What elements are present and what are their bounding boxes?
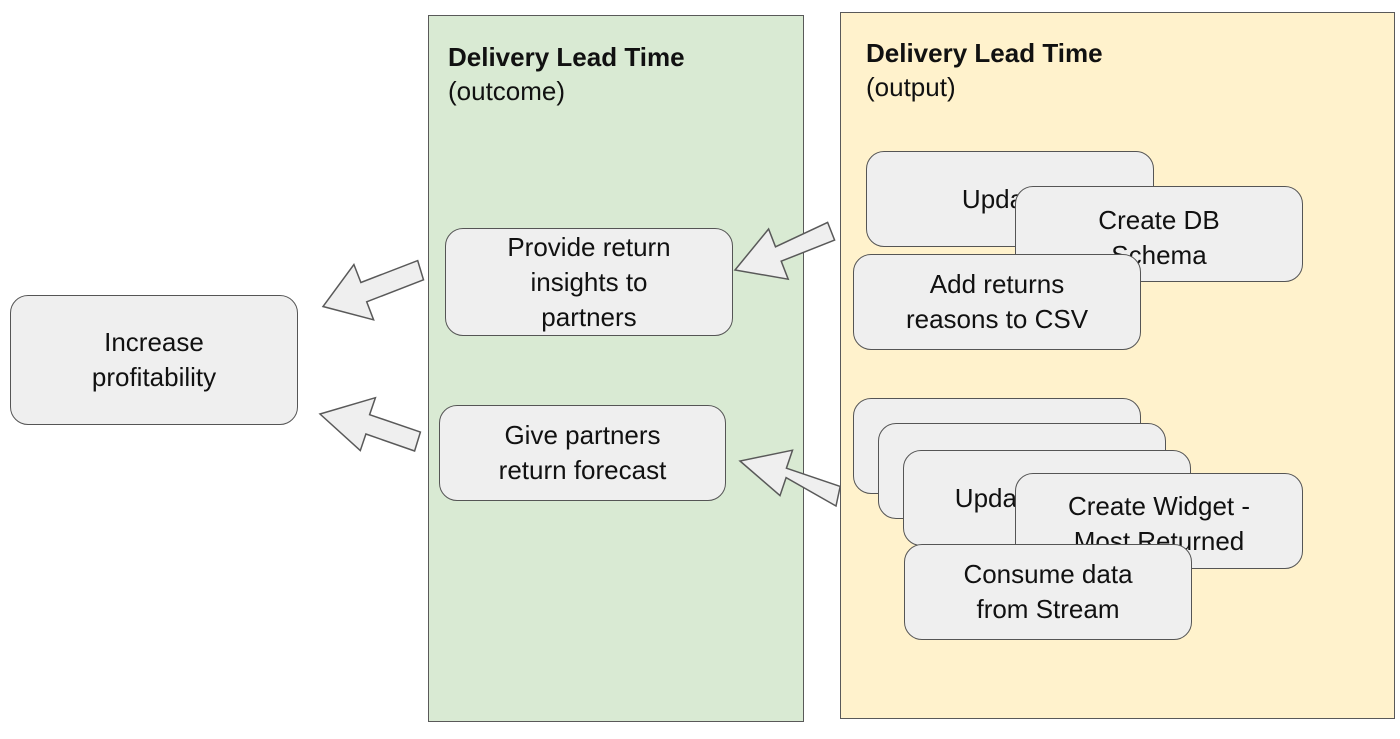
goal-box: Increase profitability — [10, 295, 298, 425]
outcome-item-return-insights: Provide return insights to partners — [445, 228, 733, 336]
outcome-item-label: Give partners return forecast — [498, 420, 667, 485]
outcome-item-label: Provide return insights to partners — [507, 231, 671, 332]
output-card-label: Consume data from Stream — [963, 559, 1133, 624]
output-panel-heading: Delivery Lead Time — [866, 38, 1103, 68]
arrow-icon — [321, 259, 425, 321]
outcome-panel: Delivery Lead Time (outcome) — [428, 15, 804, 722]
output-card-label: Upda — [961, 183, 1025, 214]
arrow-icon — [318, 396, 422, 452]
output-card-label: Add returns reasons to CSV — [905, 269, 1089, 334]
outcome-panel-subtitle: (outcome) — [448, 76, 566, 106]
output-card-consume-data: Consume data from Stream — [904, 544, 1192, 640]
goal-label: Increase profitability — [91, 327, 217, 392]
outcome-panel-heading: Delivery Lead Time — [448, 42, 685, 72]
arrow-icon — [738, 449, 842, 508]
arrow-icon — [733, 221, 836, 281]
output-panel-title: Delivery Lead Time (output) — [866, 36, 1103, 104]
output-card-add-returns-reasons: Add returns reasons to CSV — [853, 254, 1141, 350]
outcome-item-return-forecast: Give partners return forecast — [439, 405, 726, 501]
outcome-panel-title: Delivery Lead Time (outcome) — [448, 40, 685, 108]
output-panel-subtitle: (output) — [866, 72, 956, 102]
output-card-label: Updat — [954, 482, 1025, 513]
